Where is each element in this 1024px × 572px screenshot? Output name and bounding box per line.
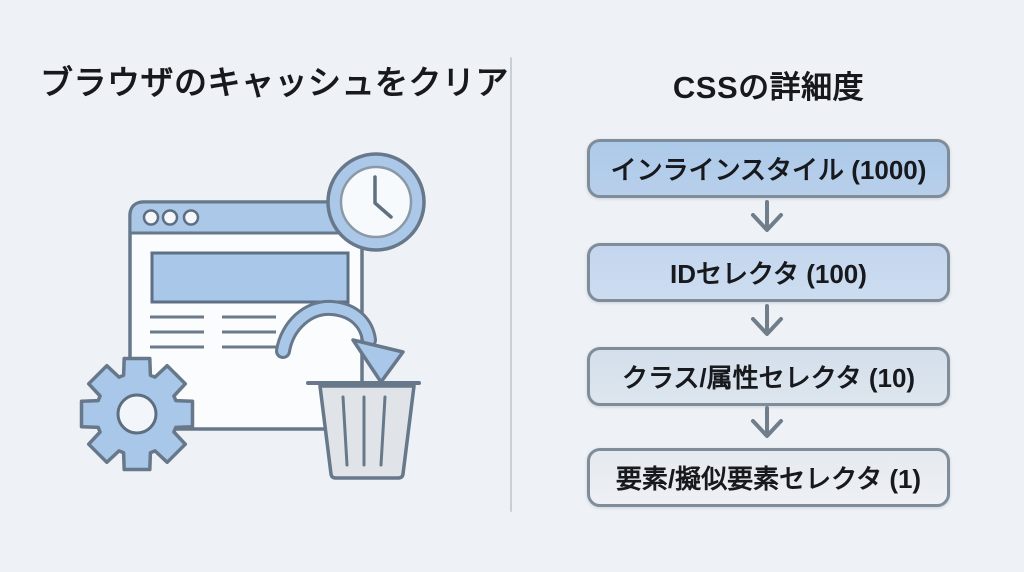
right-panel-title: CSSの詳細度 xyxy=(672,70,865,105)
gear-icon xyxy=(79,356,195,472)
window-dot-icon xyxy=(161,209,179,226)
page-text-lines xyxy=(150,315,276,349)
flow-box-id-selector: IDセレクタ (100) xyxy=(587,243,950,302)
vertical-divider xyxy=(510,57,512,512)
trash-icon xyxy=(306,381,421,480)
down-arrow-icon xyxy=(751,406,783,438)
left-panel-title: ブラウザのキャッシュをクリア xyxy=(40,64,509,101)
page-hero-block xyxy=(150,251,350,304)
flow-box-label: インラインスタイル (1000) xyxy=(610,155,927,185)
flow-box-label: 要素/擬似要素セレクタ (1) xyxy=(615,464,922,494)
browser-cache-illustration xyxy=(79,152,426,480)
flow-box-element-pseudo-element-selector: 要素/擬似要素セレクタ (1) xyxy=(587,448,950,507)
flow-box-label: IDセレクタ (100) xyxy=(670,259,867,289)
flow-box-class-attribute-selector: クラス/属性セレクタ (10) xyxy=(587,347,950,406)
curved-arrow-icon xyxy=(275,299,405,384)
flow-box-label: クラス/属性セレクタ (10) xyxy=(621,363,916,393)
window-dot-icon xyxy=(142,209,160,226)
window-dot-icon xyxy=(182,209,200,226)
clock-icon xyxy=(326,152,426,252)
down-arrow-icon xyxy=(751,200,783,232)
down-arrow-icon xyxy=(751,304,783,336)
flow-box-inline-style: インラインスタイル (1000) xyxy=(587,139,950,198)
